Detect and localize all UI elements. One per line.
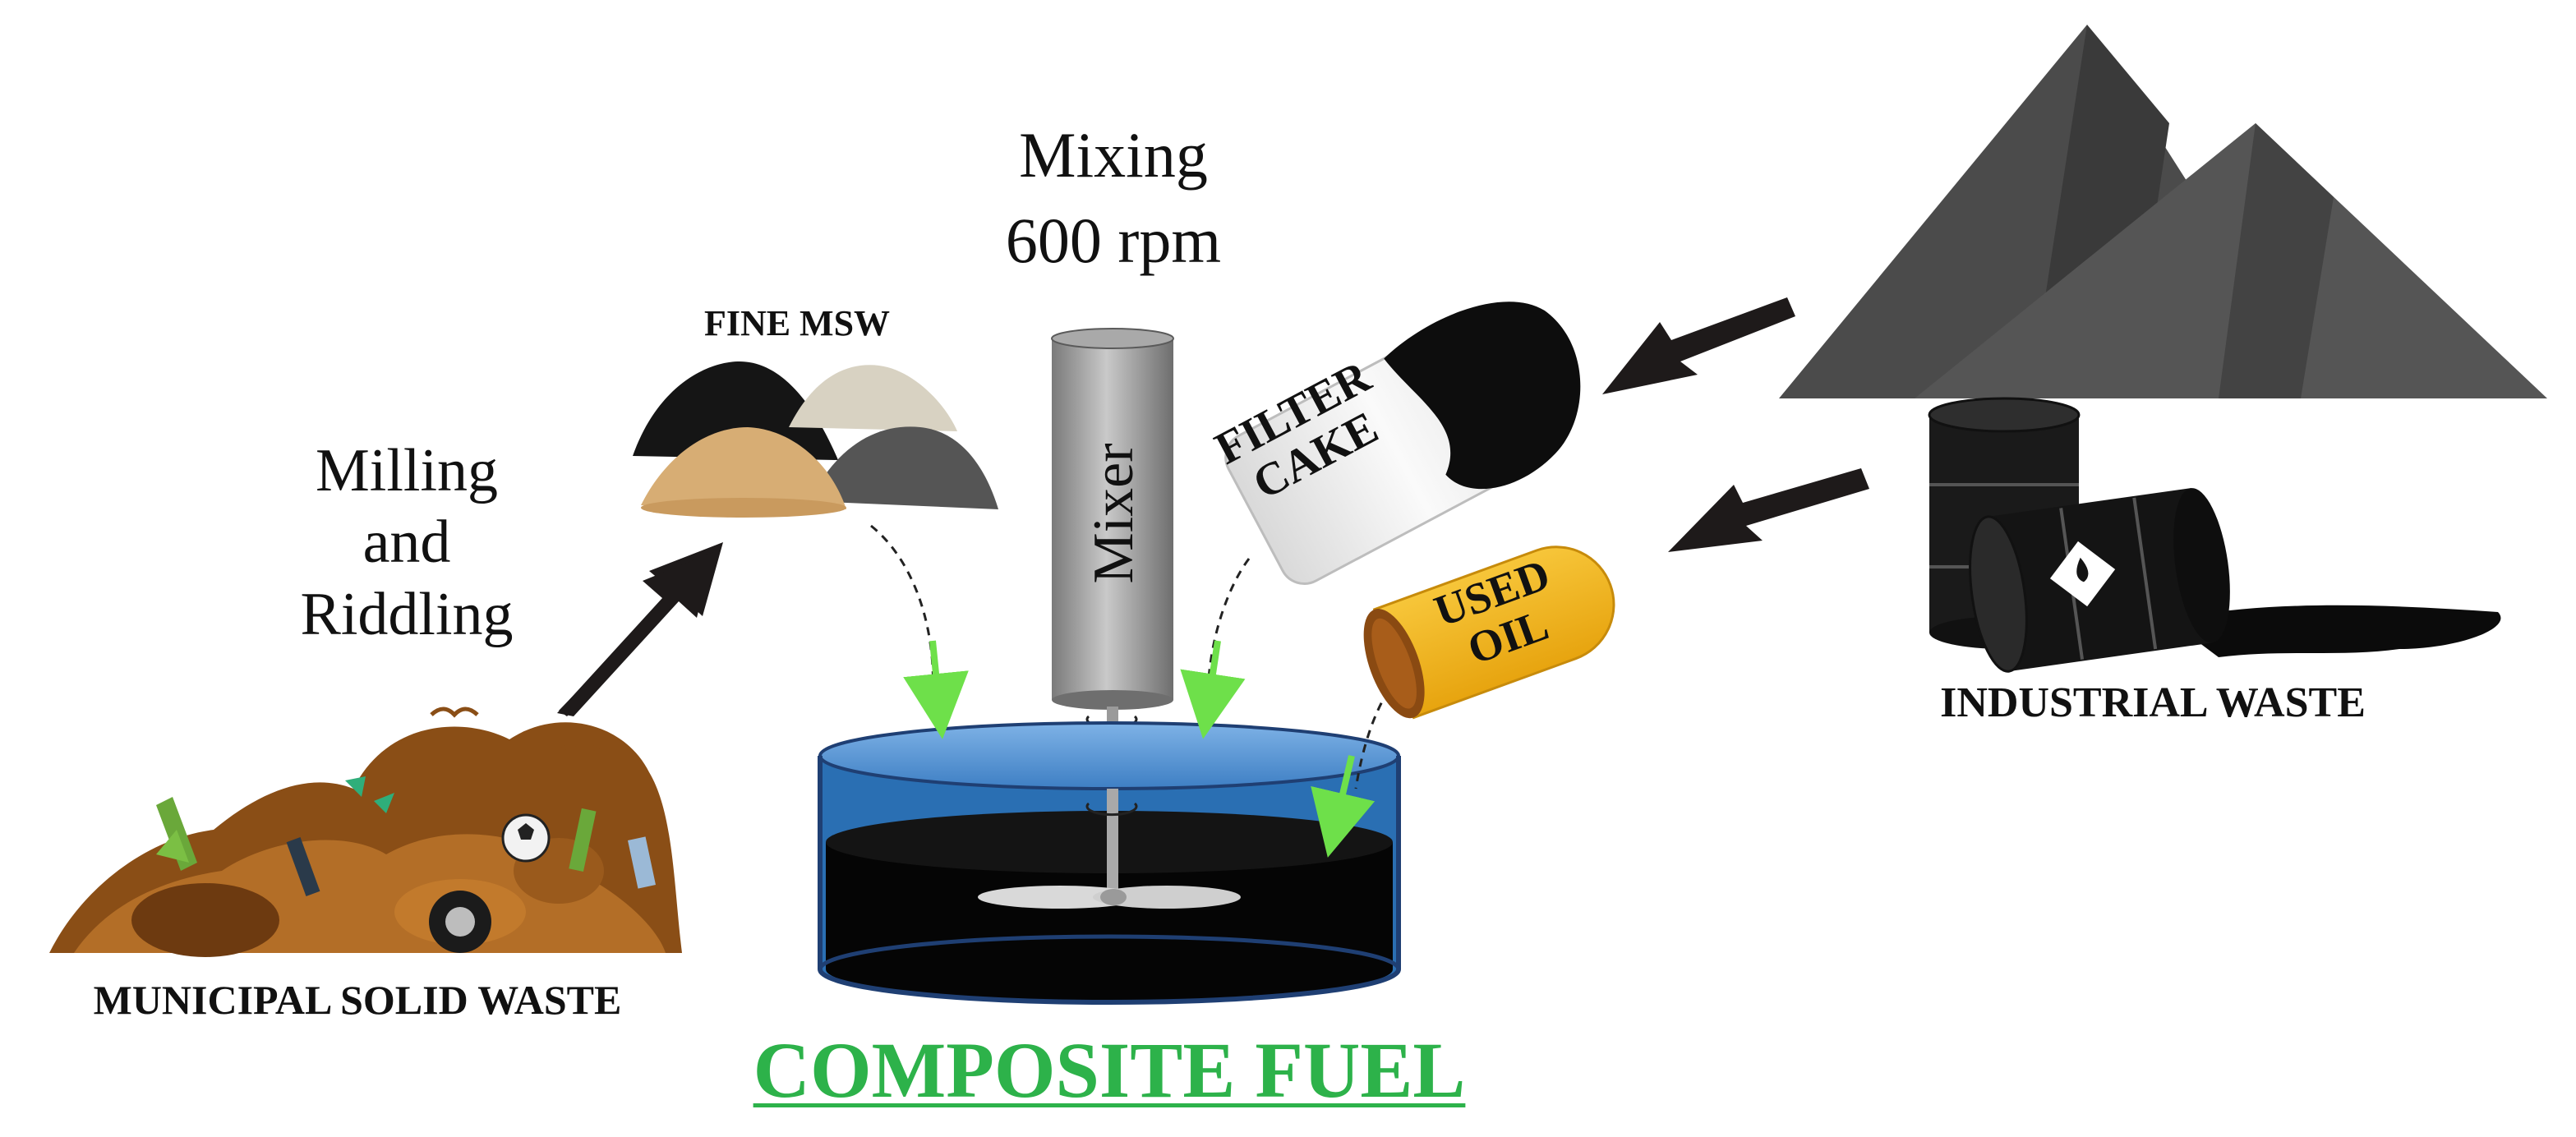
filter-cake-icon [1224, 302, 1581, 585]
oil-barrels-icon [1928, 397, 2501, 673]
milling-arrow [557, 542, 723, 716]
milling-line-3: Riddling [300, 580, 514, 648]
fine-msw-label: FINE MSW [703, 303, 891, 343]
industrial-waste-label: INDUSTRIAL WASTE [1940, 679, 2366, 726]
milling-line-1: Milling [315, 437, 499, 504]
garbage-heap-icon [49, 707, 682, 957]
slag-heap-icon [1779, 25, 2547, 398]
powder-piles-icon [633, 361, 998, 518]
mixing-label: Mixing 600 rpm [994, 123, 1233, 273]
milling-line-2: and [362, 509, 451, 577]
used-oil-icon [1363, 545, 1615, 720]
mixer-cylinder-icon [1051, 328, 1174, 871]
feed-arrows [870, 524, 1390, 858]
milling-label: Milling and Riddling [271, 435, 542, 651]
composite-fuel-label: COMPOSITE FUEL [753, 1026, 1466, 1114]
industrial-arrows [1602, 297, 1869, 552]
municipal-solid-waste-label: MUNICIPAL SOLID WASTE [93, 977, 622, 1023]
mixing-line-2: 600 rpm [1005, 205, 1222, 276]
mixing-line-1: Mixing [1019, 119, 1208, 191]
mixer-label: Mixer [1082, 443, 1145, 584]
mixing-tank-icon [818, 721, 1401, 1005]
